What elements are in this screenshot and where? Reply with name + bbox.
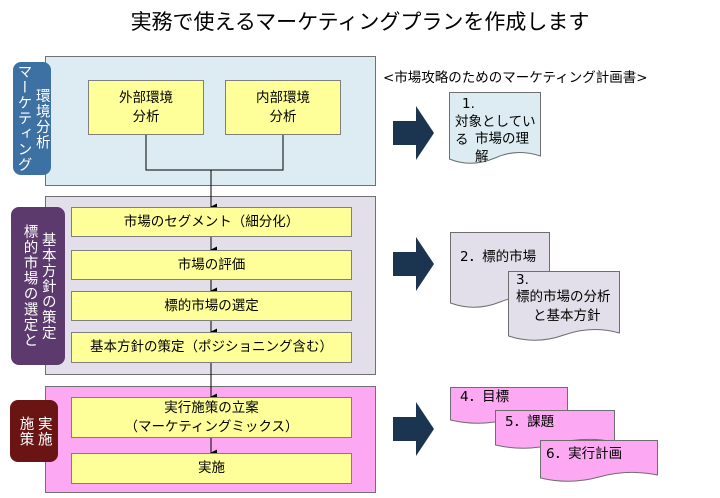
internal-analysis-line-2: 分析 (269, 108, 297, 125)
external-analysis-line-1: 外部環境 (119, 90, 173, 107)
document-3-line-1: 標的市場の分析 (516, 289, 611, 305)
document-1-shape (449, 92, 541, 164)
document-1-line-1: 対象としている (455, 114, 536, 148)
document-4-label: 4．目標 (460, 389, 510, 405)
strategy-section-tab: 標的市場の選定と 基本方針の策定 (11, 207, 65, 365)
external-analysis-line-2: 分析 (132, 108, 160, 125)
document-3-line-2: と基本方針 (533, 308, 601, 324)
segmentation-step: 市場のセグメント（細分化） (71, 207, 352, 237)
basic-policy-step-label: 基本方針の策定（ポジショニング含む） (90, 339, 333, 356)
internal-analysis-box: 内部環境 分析 (225, 80, 341, 135)
document-6-action-plan: 6．実行計画 (540, 440, 658, 484)
market-evaluation-step-label: 市場の評価 (177, 256, 246, 273)
document-subtitle: <市場攻略のためのマーケティング計画書> (383, 70, 648, 86)
action-planning-line-2: （マーケティングミックス） (124, 418, 299, 435)
execution-tab-line-1: 施策 (17, 415, 34, 447)
target-selection-step-label: 標的市場の選定 (164, 297, 259, 314)
implementation-step: 実施 (71, 453, 352, 484)
document-6-label: 6．実行計画 (546, 446, 623, 462)
implementation-step-label: 実施 (198, 460, 225, 477)
analysis-section-tab: マーケティング 環境分析 (13, 62, 51, 175)
execution-tab-line-2: 実施 (35, 415, 52, 447)
basic-policy-step: 基本方針の策定（ポジショニング含む） (71, 332, 352, 363)
internal-analysis-line-1: 内部環境 (256, 90, 310, 107)
document-1-market-understanding: 1. 対象としている 市場の理解 (449, 92, 541, 167)
segmentation-step-label: 市場のセグメント（細分化） (123, 213, 300, 230)
document-1-number: 1. (462, 96, 475, 112)
strategy-tab-line-1: 標的市場の選定と (21, 224, 38, 348)
market-evaluation-step: 市場の評価 (71, 250, 352, 280)
analysis-merge-connector (145, 135, 284, 171)
block-arrow-strategy (393, 237, 434, 291)
document-6-shape (540, 440, 658, 482)
document-2-label: 2．標的市場 (460, 249, 537, 265)
strategy-tab-line-2: 基本方針の策定 (39, 231, 56, 341)
action-planning-step: 実行施策の立案 （マーケティングミックス） (71, 397, 352, 438)
analysis-tab-line-2: 環境分析 (33, 87, 50, 150)
analysis-tab-line-1: マーケティング (15, 64, 32, 173)
action-planning-line-1: 実行施策の立案 (164, 400, 259, 417)
external-analysis-box: 外部環境 分析 (88, 80, 204, 135)
document-1-line-2: 市場の理解 (475, 131, 529, 165)
document-3-target-analysis: 3. 標的市場の分析 と基本方針 (508, 271, 620, 343)
target-selection-step: 標的市場の選定 (71, 291, 352, 321)
document-5-label: 5．課題 (505, 414, 555, 430)
document-3-number: 3. (516, 272, 529, 288)
block-arrow-execution (393, 402, 434, 456)
page-title: 実務で使えるマーケティングプランを作成します (130, 10, 590, 34)
document-3-shape (508, 271, 620, 341)
execution-section-tab: 施策 実施 (10, 400, 58, 462)
block-arrow-analysis (393, 106, 434, 160)
